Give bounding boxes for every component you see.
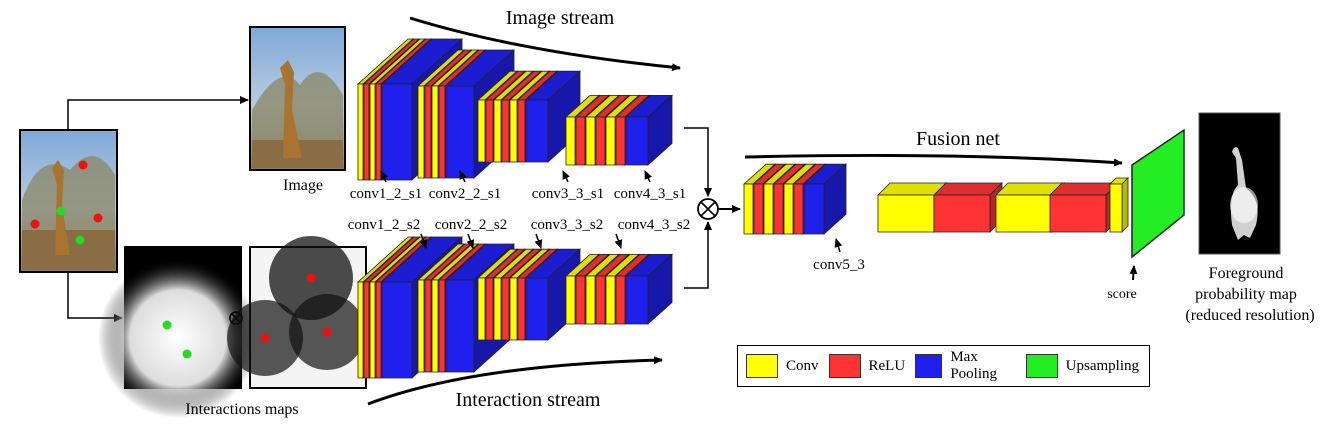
negative-click-dot (78, 160, 88, 170)
image-stream-label: Image stream (506, 7, 615, 29)
negative-click-dot (30, 219, 40, 229)
image-stream-arrow (409, 16, 681, 72)
negative-click-dot (93, 213, 103, 223)
legend-swatch-relu (828, 354, 861, 378)
negative-click-dot (260, 333, 270, 343)
interaction-stream-arrow (367, 356, 663, 406)
fusion-net-arrow (744, 153, 1123, 167)
legend-label: Conv (786, 357, 819, 374)
positive-click-dot (162, 320, 172, 330)
layer-label: conv2_2_s1 (429, 186, 502, 202)
legend-label: ReLU (868, 357, 906, 374)
legend: Conv ReLU Max Pooling Upsampling (737, 345, 1150, 387)
upsampling-layer (1131, 128, 1185, 259)
interaction-stream-label: Interaction stream (456, 389, 601, 411)
max-pooling-layer (624, 94, 674, 166)
stream1-pointer-arrows (380, 170, 652, 183)
legend-swatch-max-pooling (915, 354, 943, 378)
stream2-to-fusion-arrow (684, 221, 712, 289)
layer-blocks (356, 38, 1129, 379)
legend-item-relu: ReLU (828, 354, 906, 378)
legend-swatch-conv (746, 354, 778, 378)
layer-label: conv1_2_s1 (350, 186, 423, 202)
output-label-line2: probability map (1195, 286, 1297, 303)
stream1-layer-labels: conv1_2_s1 conv2_2_s1 conv3_3_s1 conv4_3… (350, 186, 687, 202)
positive-click-dot (56, 206, 66, 216)
layer-label: conv2_2_s2 (435, 217, 508, 233)
negative-click-dot (306, 273, 316, 283)
relu-layer (1049, 182, 1119, 233)
layer-label: conv3_3_s2 (531, 217, 604, 233)
legend-label: Upsampling (1065, 357, 1139, 374)
stream2-layer-labels: conv1_2_s2 conv2_2_s2 conv3_3_s2 conv4_3… (348, 217, 691, 233)
interaction-map-positive (98, 246, 258, 418)
positive-click-dot (182, 349, 192, 359)
output-label-line3: (reduced resolution) (1185, 307, 1314, 324)
stream2-pointer-arrows (419, 233, 623, 249)
positive-click-dot (75, 235, 85, 245)
conv-layer (1109, 177, 1129, 233)
max-pooling-layer (624, 253, 674, 325)
interactions-maps-label: Interactions maps (185, 401, 298, 418)
interaction-map-negative (227, 236, 367, 389)
layer-label: conv3_3_s1 (532, 186, 605, 202)
fusion-layer-label: conv5_3 (813, 257, 865, 273)
legend-item-conv: Conv (746, 354, 819, 378)
legend-swatch-upsampling (1025, 354, 1058, 378)
negative-click-dot (322, 327, 332, 337)
stream1-to-fusion-arrow (684, 127, 712, 197)
layer-label: conv1_2_s2 (348, 217, 421, 233)
arrow-to-image (67, 96, 249, 130)
legend-label: Max Pooling (950, 349, 998, 382)
legend-item-max-pooling: Max Pooling (915, 349, 1015, 383)
score-label: score (1107, 287, 1137, 302)
relu-layer (933, 182, 1003, 233)
foreground-probability-map (1198, 112, 1281, 255)
max-pooling-layer (524, 70, 582, 163)
legend-item-upsampling: Upsampling (1025, 354, 1139, 378)
layer-label: conv4_3_s2 (618, 217, 691, 233)
output-label-line1: Foreground (1209, 265, 1284, 282)
input-photo-with-clicks (19, 129, 118, 273)
fusion-net-label: Fusion net (916, 128, 1000, 150)
image-label: Image (283, 177, 323, 194)
layer-label: conv4_3_s1 (614, 186, 687, 202)
max-pooling-layer (802, 163, 848, 235)
image-thumbnail (249, 26, 346, 171)
